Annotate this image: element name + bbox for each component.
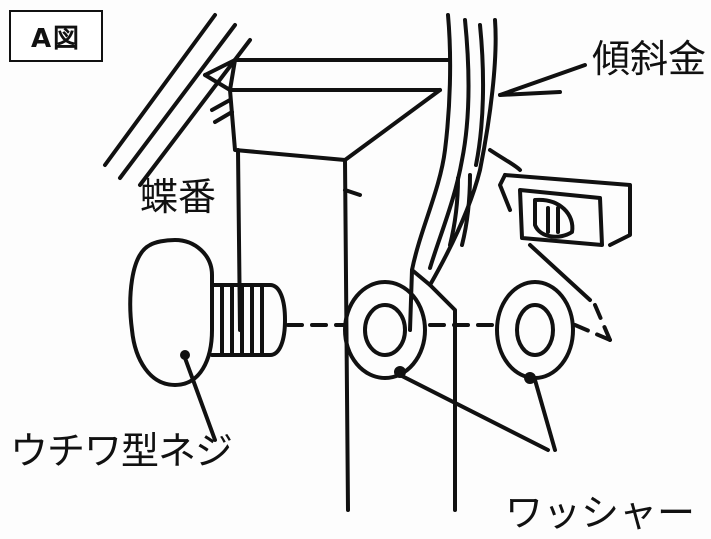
hinge-label: 蝶番 bbox=[140, 175, 217, 219]
incline-bracket-leader bbox=[498, 63, 587, 97]
upright-post bbox=[236, 148, 362, 512]
fan-screw-label: ウチワ型ネジ bbox=[10, 429, 233, 473]
washer-right-shape bbox=[495, 280, 575, 384]
side-rail-block bbox=[498, 173, 632, 302]
fan-screw-leader bbox=[183, 356, 217, 442]
incline-bracket-label: 傾斜金 bbox=[592, 37, 707, 81]
assembly-axis bbox=[286, 303, 612, 342]
fan-screw-shape bbox=[128, 238, 287, 387]
washer-leaders bbox=[398, 373, 557, 452]
figure-label: A図 bbox=[9, 10, 103, 62]
frame-edge-lines bbox=[103, 13, 252, 187]
washer-left-shape bbox=[343, 280, 427, 380]
incline-bracket bbox=[408, 13, 562, 512]
hinge-plate bbox=[203, 58, 452, 162]
washer-label: ワッシャー bbox=[505, 491, 696, 535]
